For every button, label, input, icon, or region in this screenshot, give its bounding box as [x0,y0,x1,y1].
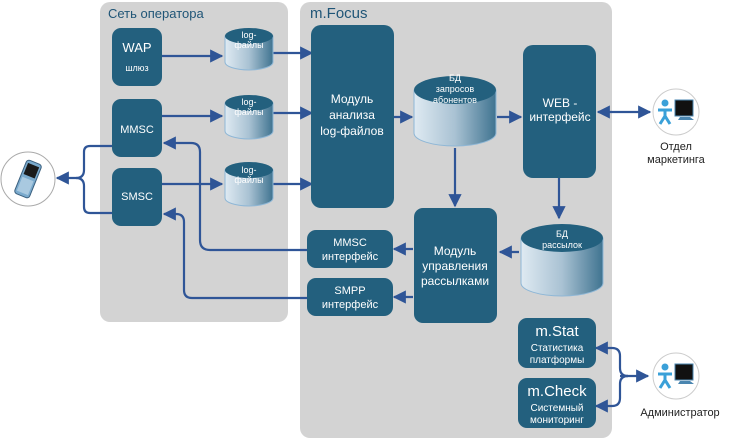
administrator-actor: Администратор [640,352,720,419]
svg-text:log-: log- [241,165,256,175]
svg-text:Модуль: Модуль [331,92,374,106]
marketing-label-2: маркетинга [647,154,706,166]
monitor-icon [674,363,694,384]
svg-text:Системный: Системный [530,403,583,414]
mailings-db: БД рассылок [520,224,604,297]
svg-text:log-: log- [241,30,256,40]
marketing-department-actor: Отдел маркетинга [647,88,706,166]
mobile-phone-icon [14,159,42,199]
connections [55,46,652,413]
user-icon [658,99,672,125]
svg-text:m.Stat: m.Stat [535,323,579,340]
wap-gateway-box: WAP шлюз [112,28,162,86]
svg-text:файлы: файлы [234,107,263,117]
log-files-cylinder-1: log- файлы [224,28,274,71]
smpp-interface-box: SMPP интерфейс [307,278,393,316]
svg-text:файлы: файлы [234,40,263,50]
svg-text:Статистика: Статистика [531,343,584,354]
operator-network-title: Сеть оператора [108,6,204,21]
subscriber-requests-db: БД запросов абонентов [413,73,497,147]
svg-text:анализа: анализа [329,108,375,122]
svg-text:БД: БД [449,73,461,83]
svg-text:интерфейс: интерфейс [322,299,379,311]
svg-text:log-файлов: log-файлов [320,124,383,138]
svg-text:рассылок: рассылок [542,240,582,250]
svg-text:log-: log- [241,97,256,107]
svg-text:WEB -: WEB - [543,96,578,110]
log-analysis-module: Модуль анализа log-файлов [311,25,394,208]
web-interface-box: WEB - интерфейс [523,45,596,178]
administrator-label: Администратор [640,407,719,419]
svg-text:БД: БД [556,229,568,239]
monitor-icon [674,99,694,120]
svg-text:абонентов: абонентов [433,95,477,105]
svg-text:Модуль: Модуль [434,244,477,258]
svg-text:файлы: файлы [234,175,263,185]
mailing-management-module: Модуль управления рассылками [414,208,497,323]
user-icon [658,363,672,389]
mfocus-title: m.Focus [310,5,368,22]
svg-text:MMSC: MMSC [120,124,154,136]
svg-text:MMSC: MMSC [333,237,367,249]
svg-text:WAP: WAP [122,40,151,55]
mstat-box: m.Stat Статистика платформы [518,318,596,368]
svg-text:SMPP: SMPP [334,285,365,297]
svg-text:интерфейс: интерфейс [322,251,379,263]
svg-text:m.Check: m.Check [527,383,587,400]
svg-text:запросов: запросов [436,84,475,94]
svg-text:рассылками: рассылками [421,274,489,288]
mmsc-interface-box: MMSC интерфейс [307,230,393,268]
svg-text:шлюз: шлюз [125,63,148,73]
marketing-label-1: Отдел [660,141,692,153]
svg-text:интерфейс: интерфейс [529,110,590,124]
log-files-cylinder-2: log- файлы [224,95,274,140]
svg-text:мониторинг: мониторинг [530,415,584,426]
svg-text:управления: управления [422,259,487,273]
mcheck-box: m.Check Системный мониторинг [518,378,596,428]
smsc-box: SMSC [112,168,162,226]
svg-text:SMSC: SMSC [121,191,153,203]
mobile-phone-actor [0,151,56,207]
svg-text:платформы: платформы [530,354,585,366]
mmsc-box: MMSC [112,99,162,157]
log-files-cylinder-3: log- файлы [224,162,274,207]
